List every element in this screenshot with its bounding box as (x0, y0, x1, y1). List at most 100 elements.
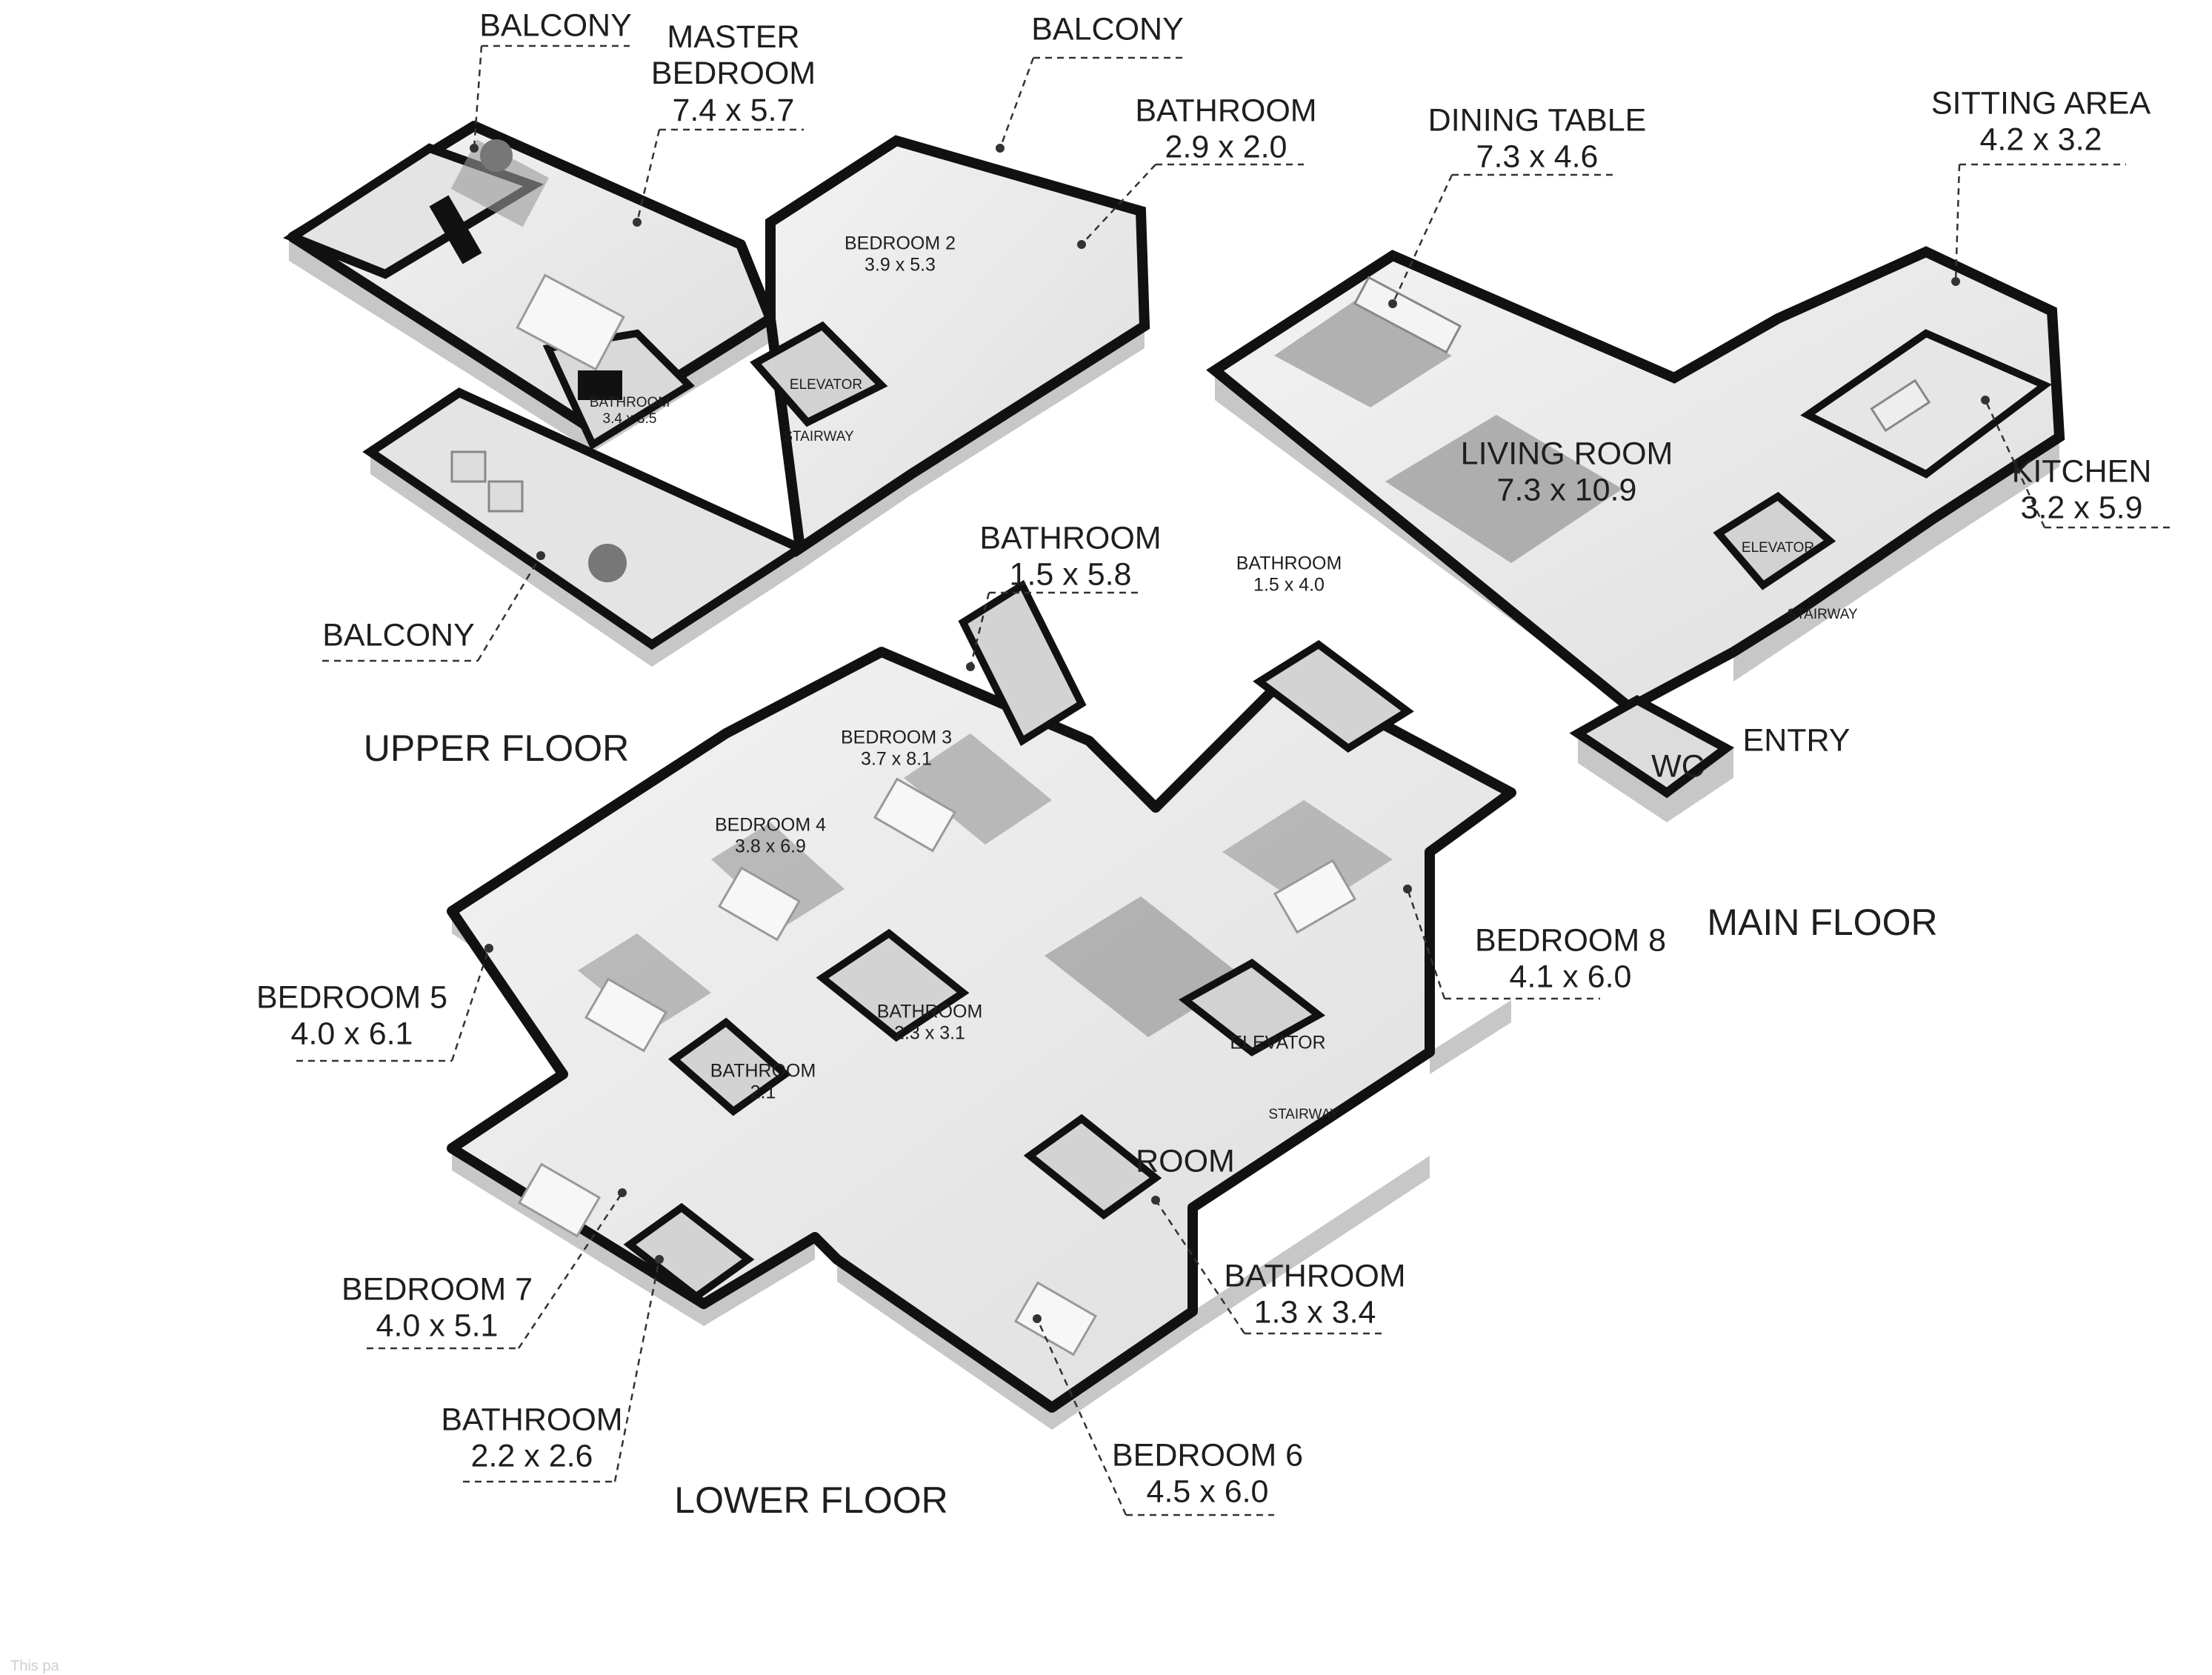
bedroom-8-label: BEDROOM 8 4.1 x 6.0 (1475, 923, 1666, 996)
bed-5 (584, 977, 668, 1053)
sitting-area-label: SITTING AREA 4.2 x 3.2 (1931, 86, 2151, 159)
room-dim: 1.5 x 4.0 (1253, 574, 1325, 595)
balcony-1-leader (473, 44, 630, 149)
room-name: BATHROOM (1236, 553, 1342, 574)
upper-bathroom-a-label: BATHROOM 2.9 x 2.0 (1135, 93, 1316, 167)
bedroom-8-leader-tip (1403, 885, 1412, 893)
room-dim: 3.7 x 8.1 (861, 748, 932, 769)
bedroom-5-label: BEDROOM 5 4.0 x 6.1 (256, 980, 447, 1053)
room-name: BEDROOM 3 (840, 727, 953, 748)
room-name: BALCONY (322, 617, 475, 653)
room-name: DINING TABLE (1428, 102, 1647, 139)
kitchen-island (1870, 379, 1931, 433)
bedroom-8-leader (1406, 888, 1600, 1000)
balcony-3-leader (322, 555, 542, 662)
room-name: STAIRWAY (1268, 1107, 1339, 1123)
room-name: LIVING ROOM (1460, 436, 1673, 472)
room-dim: 2.3 x 3.1 (894, 1022, 965, 1043)
callout-leaders (296, 44, 2171, 1516)
bed-7 (517, 1162, 602, 1238)
entry-label: ENTRY (1743, 722, 1850, 759)
room-dim: 4.5 x 6.0 (1146, 1474, 1269, 1510)
lower-bath-f-leader (463, 1259, 661, 1483)
bathroom-vanity-upper (578, 370, 622, 400)
bedroom4-rug (711, 822, 845, 926)
balcony-3-leader-tip (536, 551, 545, 560)
room-name: ELEVATOR (1741, 540, 1815, 556)
lower-bathroom-c-label: BATHROOM 2.3 x 3.1 (877, 1001, 983, 1044)
room-name: BEDROOM 8 (1474, 922, 1667, 959)
room-name: BATHROOM (441, 1402, 623, 1438)
bathroom-a-leader (1081, 163, 1304, 245)
bedroom-6-leader-tip (1033, 1314, 1042, 1323)
lower-bath-f (623, 1202, 755, 1302)
bedroom8-rug (1222, 800, 1393, 911)
kitchen-leader-tip (1981, 396, 1990, 404)
bedroom-7-label: BEDROOM 7 4.0 x 5.1 (342, 1272, 533, 1345)
room-dim: 3.2 x 5.9 (2020, 490, 2143, 526)
balcony-1-leader-tip (470, 144, 479, 153)
lower-bathroom-d-label: BATHROOM 2.1 (710, 1060, 816, 1103)
room-name: SITTING AREA (1930, 85, 2151, 121)
lower-bathroom-f-label: BATHROOM 2.2 x 2.6 (441, 1402, 622, 1476)
lower-elevator-box (1178, 959, 1326, 1056)
bedroom3-rug (904, 733, 1052, 845)
bedroom-6-leader (1036, 1318, 1274, 1516)
lower-bath-a (958, 579, 1087, 747)
lower-bath-d (667, 1017, 792, 1116)
master-bedroom-leader-tip (633, 218, 642, 227)
room-name: STAIRWAY (783, 429, 854, 445)
master-bed (516, 273, 625, 371)
lower-bath-e-leader-tip (1151, 1196, 1160, 1205)
room-name: BATHROOM (589, 395, 670, 411)
balcony-table-2 (588, 544, 627, 582)
lower-bath-b (1253, 639, 1414, 753)
main-elevator-label: ELEVATOR (1742, 540, 1814, 556)
lower-bath-e-leader (1154, 1199, 1385, 1335)
balcony-table-1 (480, 139, 513, 172)
room-name: BATHROOM (1135, 93, 1317, 129)
room-dim: 2.2 x 2.6 (470, 1439, 593, 1474)
lower-bath-c (816, 928, 970, 1042)
lower-elevator-label: ELEVATOR (1230, 1033, 1325, 1054)
lounge-chair-1 (450, 450, 487, 483)
lower-bathroom-e-label: BATHROOM 1.3 x 3.4 (1224, 1259, 1405, 1332)
main-living-rug (1385, 415, 1622, 563)
lower-bathroom-a-label: BATHROOM 1.5 x 5.8 (979, 521, 1161, 594)
room-name: BEDROOM 7 (341, 1271, 533, 1308)
master-bedroom-label: MASTER BEDROOM 7.4 x 5.7 (651, 19, 816, 129)
room-name: BALCONY (1031, 11, 1184, 47)
room-name: BATHROOM (1224, 1258, 1406, 1294)
lower-bathroom-b-label: BATHROOM 1.5 x 4.0 (1236, 553, 1342, 596)
room-dim: 4.0 x 6.1 (290, 1016, 413, 1052)
bedroom-3-label: BEDROOM 3 3.7 x 8.1 (841, 727, 952, 770)
kitchen-leader (1984, 399, 2171, 529)
main-floor-plan (1206, 246, 2065, 822)
room-dim: 7.3 x 10.9 (1496, 473, 1637, 508)
balcony-2-leader (999, 56, 1185, 149)
upper-stairway-label: STAIRWAY (783, 429, 853, 445)
room-dim: 7.4 x 5.7 (672, 92, 795, 128)
room-dim: 4.0 x 5.1 (376, 1308, 499, 1344)
bed-6 (1013, 1281, 1098, 1356)
kitchen-label: KITCHEN 3.2 x 5.9 (2012, 454, 2152, 527)
room-dim: 1.5 x 5.8 (1009, 557, 1132, 593)
main-wc-box (1569, 695, 1735, 799)
room-dim: 1.3 x 3.4 (1253, 1295, 1376, 1331)
lower-bath-a-leader (969, 591, 1141, 667)
room-label: ROOM (1136, 1143, 1235, 1179)
sitting-area-leader-tip (1951, 277, 1960, 286)
master-bedroom-leader (636, 128, 804, 223)
upper-floor-side (289, 239, 1145, 667)
wc-label: WC (1651, 748, 1705, 785)
lower-floor-title: LOWER FLOOR (674, 1479, 948, 1521)
upper-balcony-1-label: BALCONY (479, 7, 632, 44)
footer-text: This pa (10, 1658, 59, 1674)
upper-balcony-2-label: BALCONY (1031, 11, 1184, 47)
upper-bathroom-b-label: BATHROOM 3.4 x 3.5 (590, 395, 670, 427)
room-name: BATHROOM (710, 1060, 816, 1082)
bedroom-4-label: BEDROOM 4 3.8 x 6.9 (715, 814, 826, 857)
upper-floor-title: UPPER FLOOR (363, 727, 630, 769)
dining-table-shape (1353, 276, 1462, 354)
